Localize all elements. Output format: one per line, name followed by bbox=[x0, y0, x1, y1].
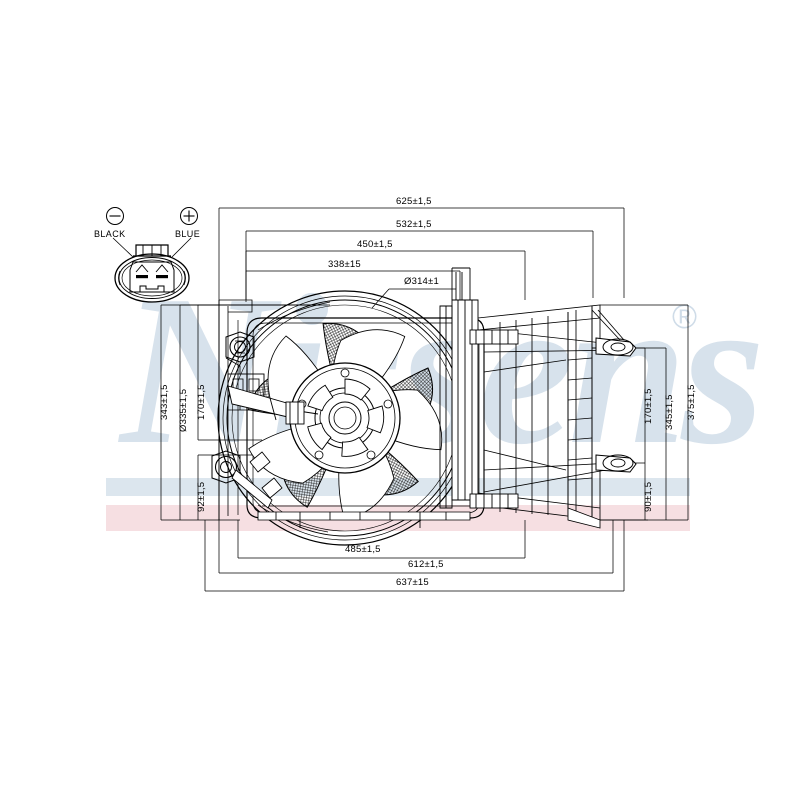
terminal-label-blue: BLUE bbox=[175, 229, 201, 239]
fan-hub bbox=[289, 362, 401, 474]
dimension-label-92: 92±1,5 bbox=[196, 481, 207, 512]
left-dimension-lines bbox=[160, 304, 330, 521]
dimension-label-375: 375±1,5 bbox=[686, 384, 697, 420]
dimension-label-diameter-335: Ø335±1,5 bbox=[178, 388, 189, 432]
dimension-label-612: 612±1,5 bbox=[408, 559, 444, 570]
brand-registered-icon: ® bbox=[672, 298, 698, 336]
dimension-label-637: 637±15 bbox=[396, 577, 429, 588]
dimension-label-450: 450±1,5 bbox=[357, 239, 393, 250]
shroud-connector-blocks bbox=[469, 329, 519, 509]
top-dimension-lines bbox=[218, 207, 625, 309]
lower-left-strut bbox=[231, 451, 283, 509]
dimension-label-170-right: 170±1,5 bbox=[643, 388, 654, 424]
dimension-label-625: 625±1,5 bbox=[396, 196, 432, 207]
motor-housing-section bbox=[439, 267, 479, 509]
dimension-label-170-left: 170±1,5 bbox=[196, 384, 207, 420]
motor-support-arms bbox=[227, 385, 319, 425]
terminal-label-black: BLACK bbox=[94, 229, 126, 239]
bottom-dimension-lines bbox=[204, 520, 625, 592]
dimension-label-90: 90±1,5 bbox=[643, 481, 654, 512]
dimension-label-345: 345±1,5 bbox=[664, 394, 675, 430]
dimension-label-485: 485±1,5 bbox=[345, 544, 381, 555]
connector-symbol bbox=[106, 207, 198, 303]
fan-shroud-frame bbox=[211, 299, 266, 520]
bottom-rail-detail bbox=[257, 505, 601, 529]
dimension-label-532: 532±1,5 bbox=[396, 219, 432, 230]
dimension-label-343: 343±1,5 bbox=[159, 384, 170, 420]
dimension-label-338: 338±15 bbox=[328, 259, 361, 270]
dimension-label-diameter-314: Ø314±1 bbox=[404, 276, 439, 287]
